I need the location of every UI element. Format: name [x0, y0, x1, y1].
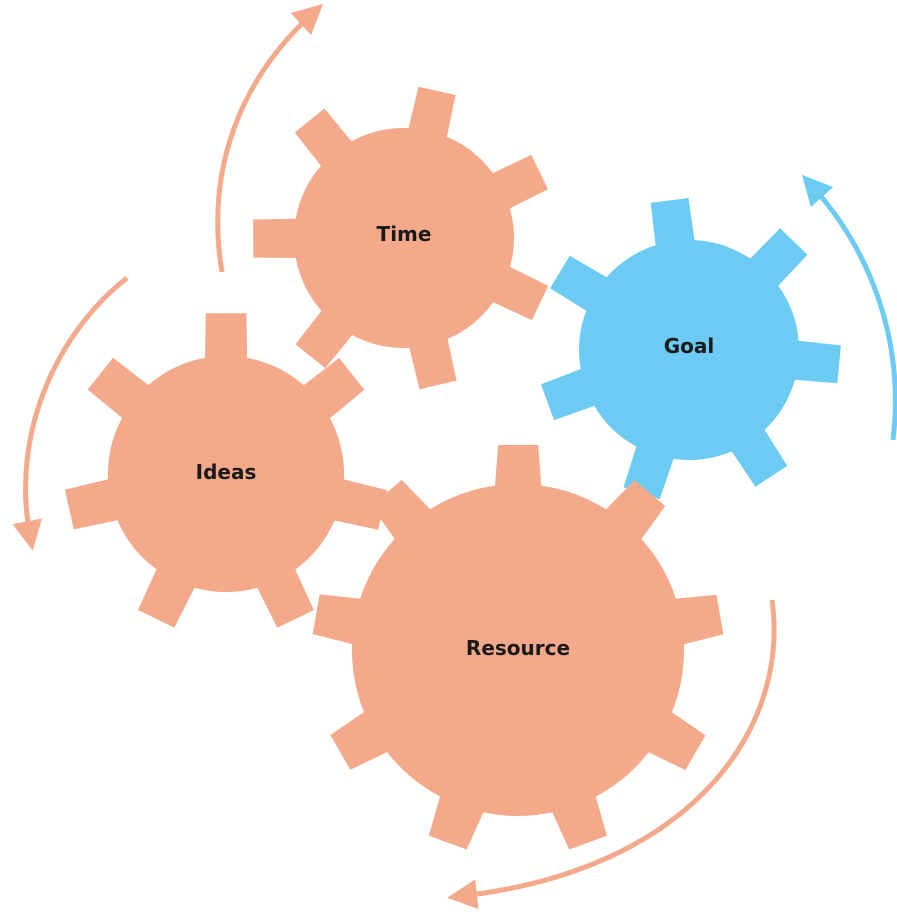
gear-time: Time: [253, 86, 549, 390]
gear-ideas-label: Ideas: [196, 460, 257, 484]
gear-goal: Goal: [540, 198, 841, 500]
gear-ideas: Ideas: [64, 313, 388, 628]
gear-goal-shape: [540, 198, 841, 500]
gear-goal-label: Goal: [664, 334, 715, 358]
arrow-top-left: [215, 3, 324, 273]
arrow-left: [12, 276, 129, 551]
arrow-bottom: [447, 599, 777, 910]
gear-time-shape: [253, 86, 549, 390]
gear-resource-shape: [312, 445, 724, 850]
gear-time-label: Time: [377, 222, 432, 246]
gear-resource: Resource: [312, 445, 724, 850]
arrow-right: [801, 174, 897, 441]
gear-resource-label: Resource: [466, 636, 570, 660]
gear-ideas-shape: [64, 313, 388, 628]
